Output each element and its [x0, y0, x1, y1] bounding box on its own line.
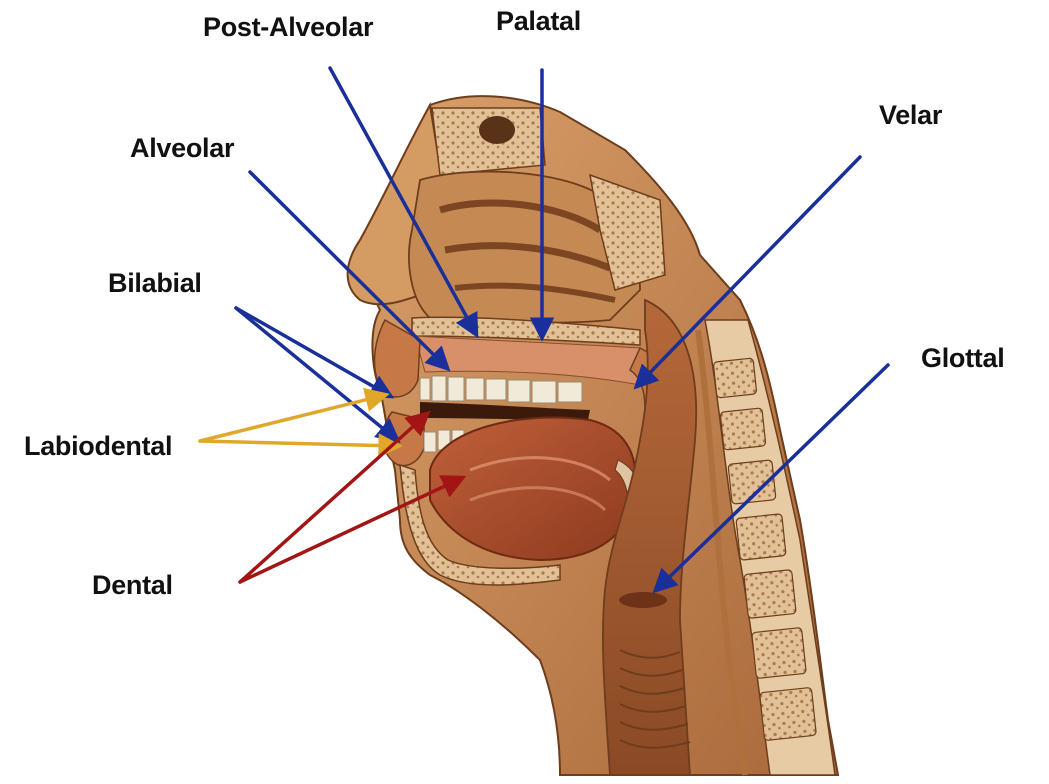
bilabial-arrow-upper — [236, 308, 390, 396]
label-post-alveolar: Post-Alveolar — [203, 12, 373, 43]
label-velar: Velar — [879, 100, 942, 131]
labiodental-arrow-lower — [200, 441, 398, 446]
label-labiodental: Labiodental — [24, 431, 172, 462]
labiodental-arrow-upper — [200, 395, 385, 441]
head-section — [348, 96, 838, 775]
label-dental: Dental — [92, 570, 173, 601]
label-bilabial: Bilabial — [108, 268, 202, 299]
label-palatal: Palatal — [496, 6, 581, 37]
label-glottal: Glottal — [921, 343, 1004, 374]
label-alveolar: Alveolar — [130, 133, 234, 164]
